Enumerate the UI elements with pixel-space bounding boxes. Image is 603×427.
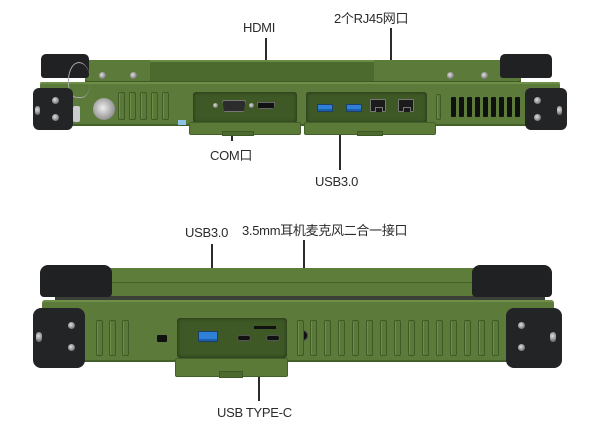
usb30-label: USB3.0 <box>315 174 359 189</box>
rj45-label: 2个RJ45网口 <box>334 11 409 26</box>
vent-slot <box>467 97 472 117</box>
vent-rib <box>297 320 304 356</box>
vent-rib <box>394 320 401 356</box>
bumper-screw <box>68 344 75 351</box>
vent-slot <box>475 97 480 117</box>
usb-c-port[interactable] <box>237 335 251 341</box>
usb-type-c-label: USB TYPE-C <box>217 405 292 420</box>
usb30-leader-line <box>339 123 341 170</box>
usb30-label-side: USB3.0 <box>185 225 229 240</box>
com-screw <box>249 103 254 108</box>
hdmi-label: HDMI <box>243 20 276 35</box>
vent-slot <box>459 97 464 117</box>
usb-c-leader-line <box>258 355 260 401</box>
vent-rib <box>352 320 359 356</box>
usb30-port[interactable] <box>346 104 362 112</box>
vent-rib <box>122 320 129 356</box>
com-port[interactable] <box>222 100 246 112</box>
bumper-screw <box>518 322 525 329</box>
vent-rib <box>338 320 345 356</box>
vent-rib <box>310 320 317 356</box>
vent-rib <box>109 320 116 356</box>
vent-rib <box>129 92 136 120</box>
bumper-screw <box>52 97 59 104</box>
lid-hinge-bar <box>150 60 374 84</box>
vent-rib <box>140 92 147 120</box>
rj45-leader-line <box>390 28 392 88</box>
lock-slot-icon <box>157 335 167 342</box>
vent-rib <box>380 320 387 356</box>
left-top-bumper <box>40 265 112 297</box>
bumper-screw <box>68 322 75 329</box>
vent-rib <box>324 320 331 356</box>
audio-jack-label: 3.5mm耳机麦克风二合一接口 <box>242 223 408 238</box>
hdmi-port[interactable] <box>257 102 275 109</box>
usb30-port[interactable] <box>317 104 333 112</box>
vent-slot <box>507 97 512 117</box>
usb-c-port[interactable] <box>266 335 280 341</box>
vent-rib <box>478 320 485 356</box>
vent-slot <box>499 97 504 117</box>
right-top-bumper <box>472 265 552 297</box>
vent-slot <box>491 97 496 117</box>
bumper-screw <box>550 332 556 342</box>
vent-slot <box>483 97 488 117</box>
plug-cap-icon <box>93 98 115 120</box>
com-screw <box>213 103 218 108</box>
bumper-screw <box>518 344 525 351</box>
side-view-device: USB3.0 3.5mm耳机麦克风二合一接口 USB TYPE-C <box>0 210 603 427</box>
right-top-bumper <box>500 54 552 78</box>
flap-tab <box>357 131 383 136</box>
flap-tab <box>219 371 243 378</box>
screw <box>481 72 488 79</box>
vent-rib <box>450 320 457 356</box>
screw <box>99 72 106 79</box>
rear-view-device: HDMI 2个RJ45网口 COM口 USB3.0 <box>0 0 603 210</box>
vent-rib <box>118 92 125 120</box>
port-panel-left <box>193 92 297 123</box>
bumper-screw <box>534 114 541 121</box>
vent-slot <box>451 97 456 117</box>
vent-rib <box>162 92 169 120</box>
vent-rib <box>436 94 441 120</box>
vent-rib <box>436 320 443 356</box>
usb30-port-side[interactable] <box>198 331 218 342</box>
screw <box>447 72 454 79</box>
vent-rib <box>422 320 429 356</box>
lid-gap <box>55 296 545 300</box>
bumper-screw <box>36 332 42 342</box>
screw <box>130 72 137 79</box>
tether-lug-icon <box>73 106 80 122</box>
vent-rib <box>366 320 373 356</box>
bumper-screw <box>557 106 562 115</box>
vent-rib <box>96 320 103 356</box>
base-body <box>40 82 560 126</box>
rj45-port[interactable] <box>370 99 386 112</box>
bumper-screw <box>35 106 40 115</box>
bumper-screw <box>534 97 541 104</box>
flap-tab <box>222 131 254 136</box>
vent-rib <box>151 92 158 120</box>
sticker-icon <box>178 120 186 125</box>
tether-cable-icon <box>68 62 90 98</box>
vent-rib <box>464 320 471 356</box>
card-slot-icon <box>254 326 276 329</box>
bumper-screw <box>52 114 59 121</box>
vent-rib <box>492 320 499 356</box>
rj45-port[interactable] <box>398 99 414 112</box>
lid <box>60 268 530 298</box>
vent-rib <box>408 320 415 356</box>
com-label: COM口 <box>210 148 253 163</box>
vent-slot <box>515 97 520 117</box>
vent-grille <box>448 94 522 120</box>
